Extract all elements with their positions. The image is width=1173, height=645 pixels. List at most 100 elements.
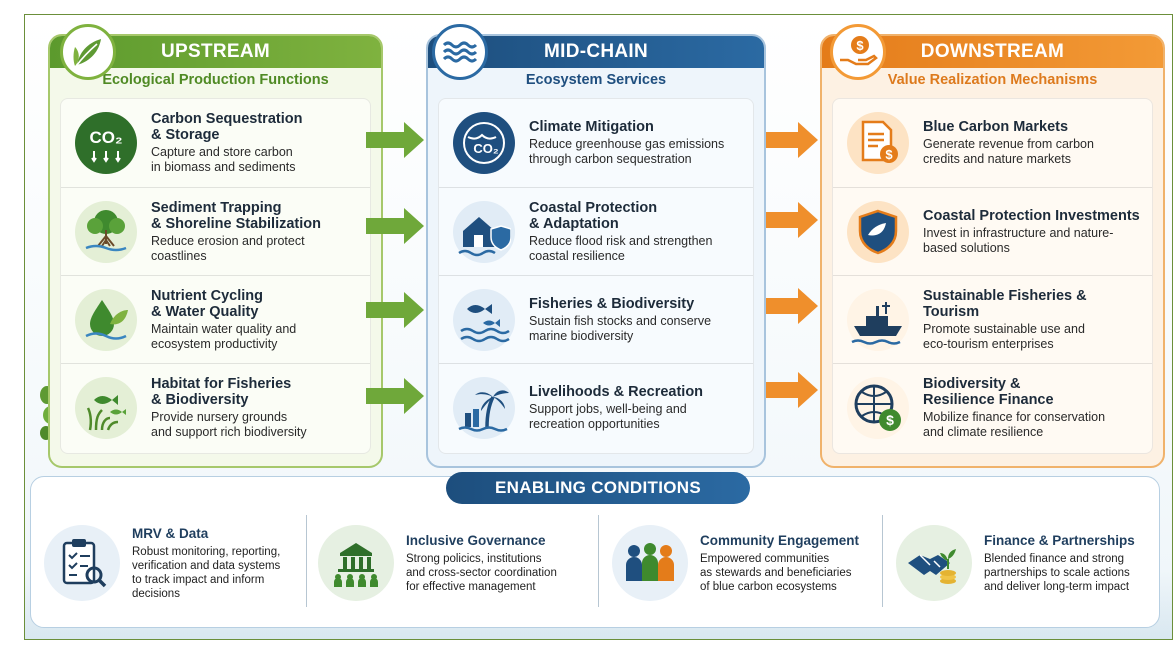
enabling-item: MRV & Data Robust monitoring, reporting,… bbox=[44, 508, 280, 618]
item-desc: Reduce erosion and protect bbox=[151, 233, 305, 248]
arrow-right-icon bbox=[766, 202, 818, 238]
mangrove-tree-icon bbox=[75, 200, 137, 263]
svg-text:$: $ bbox=[886, 412, 894, 428]
enabling-item: Inclusive Governance Strong policics, in… bbox=[318, 508, 557, 618]
list-item: Sediment Trapping & Shoreline Stabilizat… bbox=[61, 187, 370, 275]
palm-tree-icon bbox=[453, 376, 515, 439]
enabling-item: Finance & Partnerships Blended finance a… bbox=[896, 508, 1135, 618]
handshake-coins-icon bbox=[896, 525, 972, 601]
item-desc-line2: in biomass and sediments bbox=[151, 160, 296, 174]
arrow-right-icon bbox=[766, 288, 818, 324]
item-desc-line2: recreation opportunities bbox=[529, 416, 660, 431]
upstream-subtitle: Ecological Production Functions bbox=[102, 72, 329, 88]
list-item: $ Biodiversity & Resilience Finance Mobi… bbox=[833, 363, 1152, 451]
green-arrows bbox=[366, 122, 424, 414]
downstream-column: DOWNSTREAM Value Realization Mechanisms … bbox=[820, 24, 1165, 468]
enabling-title: MRV & Data bbox=[132, 525, 209, 541]
item-title: Fisheries & Biodiversity bbox=[529, 295, 695, 312]
item-title: Sustainable Fisheries & Tourism bbox=[923, 287, 1087, 320]
item-desc: Capture and store carbon bbox=[151, 145, 293, 159]
hand-coin-icon: $ bbox=[830, 24, 886, 80]
upstream-column: UPSTREAM Ecological Production Functions… bbox=[48, 24, 383, 468]
item-desc: Mobilize finance for conservation bbox=[923, 409, 1106, 424]
downstream-items: $ Blue Carbon Markets Generate revenue f… bbox=[832, 98, 1153, 454]
globe-dollar-icon: $ bbox=[847, 376, 909, 439]
enabling-item: Community Engagement Empowered communiti… bbox=[612, 508, 859, 618]
arrow-right-icon bbox=[366, 292, 424, 328]
item-desc-line2: based solutions bbox=[923, 240, 1010, 255]
arrow-right-icon bbox=[366, 208, 424, 244]
list-item: $ Blue Carbon Markets Generate revenue f… bbox=[833, 99, 1152, 187]
item-desc-line2: coastlines bbox=[151, 248, 207, 263]
list-item: Sustainable Fisheries & Tourism Promote … bbox=[833, 275, 1152, 363]
divider bbox=[598, 515, 599, 607]
arrow-right-icon bbox=[366, 378, 424, 414]
item-title-line2: & Water Quality bbox=[151, 303, 259, 320]
list-item: Habitat for Fisheries & Biodiversity Pro… bbox=[61, 363, 370, 451]
midchain-items: CO₂ Climate Mitigation Reduce greenhouse… bbox=[438, 98, 754, 454]
boat-icon bbox=[847, 288, 909, 351]
downstream-subtitle: Value Realization Mechanisms bbox=[887, 72, 1098, 88]
svg-text:CO₂: CO₂ bbox=[473, 141, 499, 156]
item-title: Climate Mitigation bbox=[529, 119, 654, 135]
enabling-desc: Blended finance and strong partnerships … bbox=[984, 552, 1130, 593]
item-title: Blue Carbon Markets bbox=[923, 119, 1069, 135]
midchain-subtitle: Ecosystem Services bbox=[525, 72, 667, 88]
item-desc: Maintain water quality and bbox=[151, 321, 297, 336]
item-title: Sediment Trapping bbox=[151, 199, 282, 216]
item-desc-line2: through carbon sequestration bbox=[529, 152, 692, 166]
list-item: Nutrient Cycling & Water Quality Maintai… bbox=[61, 275, 370, 363]
item-desc: Generate revenue from carbon bbox=[923, 137, 1094, 151]
svg-text:CO₂: CO₂ bbox=[89, 128, 122, 147]
item-title-line2: Resilience Finance bbox=[923, 391, 1054, 408]
item-desc: Support jobs, well-being and bbox=[529, 401, 687, 416]
item-desc-line2: credits and nature markets bbox=[923, 152, 1071, 166]
enabling-title: Finance & Partnerships bbox=[984, 532, 1135, 548]
enabling-desc: Empowered communities as stewards and be… bbox=[700, 552, 852, 593]
item-title: Carbon Sequestration bbox=[151, 111, 303, 127]
water-drop-leaf-icon bbox=[75, 288, 137, 351]
item-title: Coastal Protection bbox=[529, 199, 658, 216]
arrow-right-icon bbox=[366, 122, 424, 158]
arrow-right-icon bbox=[766, 122, 818, 158]
list-item: Coastal Protection Investments Invest in… bbox=[833, 187, 1152, 275]
item-desc-line2: and climate resilience bbox=[923, 424, 1044, 439]
item-title-line2: & Biodiversity bbox=[151, 391, 249, 408]
shield-icon bbox=[847, 200, 909, 263]
item-title: Coastal Protection Investments bbox=[923, 207, 1140, 224]
water-waves-icon bbox=[432, 24, 488, 80]
fish-seagrass-icon bbox=[75, 376, 137, 439]
people-group-icon bbox=[612, 525, 688, 601]
enabling-title: Community Engagement bbox=[700, 532, 860, 548]
item-desc-line2: coastal resilience bbox=[529, 248, 625, 263]
list-item: CO₂ Climate Mitigation Reduce greenhouse… bbox=[439, 99, 753, 187]
list-item: CO₂ Carbon Sequestration & Storage Captu… bbox=[61, 99, 370, 187]
item-title: Habitat for Fisheries bbox=[151, 375, 292, 392]
house-shield-icon bbox=[453, 200, 515, 263]
item-desc: Promote sustainable use and bbox=[923, 321, 1085, 336]
list-item: Fisheries & Biodiversity Sustain fish st… bbox=[439, 275, 753, 363]
divider bbox=[882, 515, 883, 607]
enabling-desc: Robust monitoring, reporting, verificati… bbox=[132, 545, 281, 600]
item-title-line2: & Storage bbox=[151, 127, 220, 143]
orange-arrows bbox=[766, 122, 818, 408]
document-dollar-icon: $ bbox=[847, 112, 909, 174]
midchain-column: MID-CHAIN Ecosystem Services CO₂ Climate… bbox=[426, 24, 766, 468]
enabling-conditions-title: ENABLING CONDITIONS bbox=[446, 472, 750, 504]
item-title: Livelihoods & Recreation bbox=[529, 383, 704, 400]
arrow-right-icon bbox=[766, 372, 818, 408]
co2-icon: CO₂ bbox=[75, 112, 137, 174]
item-desc: Reduce flood risk and strengthen bbox=[529, 233, 713, 248]
list-item: Coastal Protection & Adaptation Reduce f… bbox=[439, 187, 753, 275]
globe-co2-icon: CO₂ bbox=[453, 112, 515, 174]
fish-waves-icon bbox=[453, 288, 515, 351]
item-title: Nutrient Cycling bbox=[151, 287, 263, 304]
upstream-items: CO₂ Carbon Sequestration & Storage Captu… bbox=[60, 98, 371, 454]
item-desc: Sustain fish stocks and conserve bbox=[529, 313, 712, 328]
item-title: Biodiversity & bbox=[923, 375, 1021, 392]
item-desc-line2: marine biodiversity bbox=[529, 328, 634, 343]
leaf-icon bbox=[60, 24, 116, 80]
item-desc: Provide nursery grounds bbox=[151, 409, 288, 424]
item-desc: Reduce greenhouse gas emissions bbox=[529, 137, 725, 151]
enabling-title: Inclusive Governance bbox=[406, 532, 546, 548]
